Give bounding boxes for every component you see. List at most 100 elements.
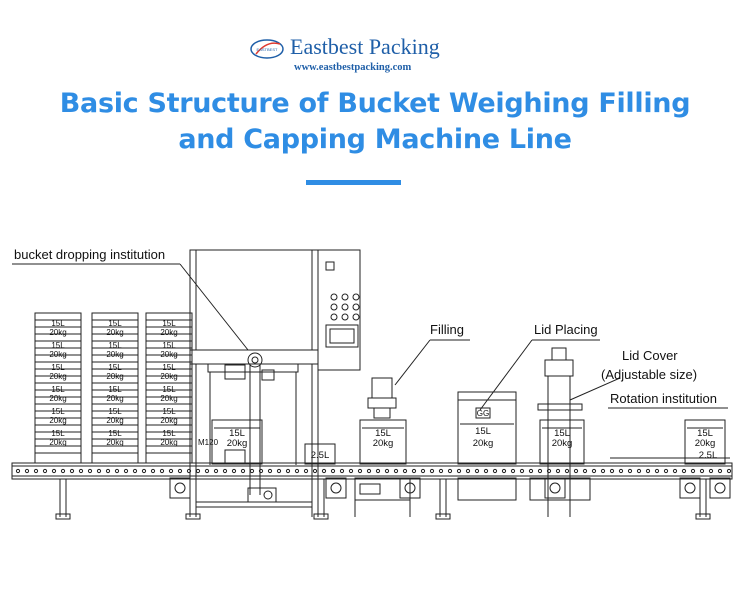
stack-bucket-mark: 15L (108, 385, 122, 394)
stack-bucket-mark: 20kg (106, 328, 123, 337)
chain-link (150, 468, 156, 474)
control-buttons (330, 293, 360, 321)
chain-link (240, 468, 246, 474)
stack-outline (145, 312, 193, 464)
small-bucket-volume: 2.5L (311, 450, 330, 461)
label-rotation: Rotation institution (610, 391, 717, 406)
model-tag: M120 (198, 438, 219, 447)
stack-bucket-mark: 15L (51, 363, 65, 372)
chain-link (51, 468, 57, 474)
callout-lines (12, 263, 728, 411)
stack-bucket-mark: 20kg (49, 350, 66, 359)
chain-link (195, 468, 201, 474)
stack-bucket-mark: 20kg (49, 438, 66, 447)
rotation-bucket-weight: 20kg (695, 438, 716, 449)
chain-link (519, 468, 525, 474)
chain-link (573, 468, 579, 474)
chain-link (708, 468, 714, 474)
chain-link (681, 468, 687, 474)
chain-link (69, 468, 75, 474)
chain-link (330, 468, 336, 474)
stack-bucket-mark: 15L (162, 385, 176, 394)
stack-bucket-mark: 15L (162, 319, 176, 328)
stack-bucket-mark: 15L (51, 407, 65, 416)
stack-outline (91, 312, 139, 464)
dropper-bucket-volume: 15L (229, 428, 245, 439)
chain-link (420, 468, 426, 474)
bucket-stack: 15L20kg15L20kg15L20kg15L20kg15L20kg15L20… (34, 312, 82, 464)
stack-bucket-mark: 20kg (106, 394, 123, 403)
chain-link (285, 468, 291, 474)
lid-placing-station: GG 15L 20kg (457, 391, 517, 501)
chain-link (213, 468, 219, 474)
chain-link (105, 468, 111, 474)
rotation-bucket-small: 2.5L (699, 450, 718, 461)
chain-link (357, 468, 363, 474)
chain-link (312, 468, 318, 474)
stack-bucket-mark: 15L (162, 341, 176, 350)
chain-link (393, 468, 399, 474)
brand-url: www.eastbestpacking.com (294, 62, 412, 73)
title-underline (306, 180, 401, 185)
label-filling: Filling (430, 322, 464, 337)
chain-link (60, 468, 66, 474)
chain-link (186, 468, 192, 474)
filling-bucket-volume: 15L (375, 428, 391, 439)
chain-link (726, 468, 732, 474)
chain-link (15, 468, 21, 474)
label-lid-placing: Lid Placing (534, 322, 598, 337)
chain-link (123, 468, 129, 474)
chain-link (645, 468, 651, 474)
stack-bucket-mark: 20kg (160, 416, 177, 425)
chain-link (141, 468, 147, 474)
chain-link (168, 468, 174, 474)
chain-link (303, 468, 309, 474)
filling-station: 15L 20kg (354, 377, 411, 517)
chain-link (717, 468, 723, 474)
stack-bucket-mark: 20kg (106, 350, 123, 359)
stack-bucket-mark: 20kg (160, 394, 177, 403)
chain-link (258, 468, 264, 474)
chain-link (402, 468, 408, 474)
page-title: Basic Structure of Bucket Weighing Filli… (0, 86, 750, 158)
logo-badge-icon: EASTBEST (250, 39, 284, 59)
stack-bucket-mark: 20kg (106, 372, 123, 381)
brand-name: Eastbest Packing (290, 34, 440, 59)
chain-link (78, 468, 84, 474)
chain-link (456, 468, 462, 474)
bucket-stacks: 15L20kg15L20kg15L20kg15L20kg15L20kg15L20… (34, 312, 193, 464)
chain-link (636, 468, 642, 474)
chain-link (366, 468, 372, 474)
stack-bucket-mark: 20kg (49, 416, 66, 425)
chain-link (321, 468, 327, 474)
chain-link (510, 468, 516, 474)
chain-link (411, 468, 417, 474)
chain-link (204, 468, 210, 474)
chain-link (438, 468, 444, 474)
chain-link (672, 468, 678, 474)
chain-link (582, 468, 588, 474)
stack-bucket-mark: 15L (162, 363, 176, 372)
label-lid-cover: Lid Cover (622, 348, 678, 363)
stack-bucket-mark: 15L (162, 429, 176, 438)
chain-link (483, 468, 489, 474)
chain-link (663, 468, 669, 474)
chain-link (384, 468, 390, 474)
stack-bucket-mark: 15L (108, 407, 122, 416)
title-line-1: Basic Structure of Bucket Weighing Filli… (59, 88, 691, 119)
lid-bucket-weight: 20kg (473, 438, 494, 449)
chain-link (654, 468, 660, 474)
chain-link (267, 468, 273, 474)
chain-link (501, 468, 507, 474)
chain-link (465, 468, 471, 474)
chain-link (114, 468, 120, 474)
stack-bucket-mark: 20kg (106, 416, 123, 425)
chain-link (555, 468, 561, 474)
chain-link (546, 468, 552, 474)
stack-bucket-mark: 20kg (49, 328, 66, 337)
chain-link (447, 468, 453, 474)
conveyor (11, 462, 733, 520)
chain-link (690, 468, 696, 474)
lid-cover-station: 15L 20kg (529, 347, 591, 517)
